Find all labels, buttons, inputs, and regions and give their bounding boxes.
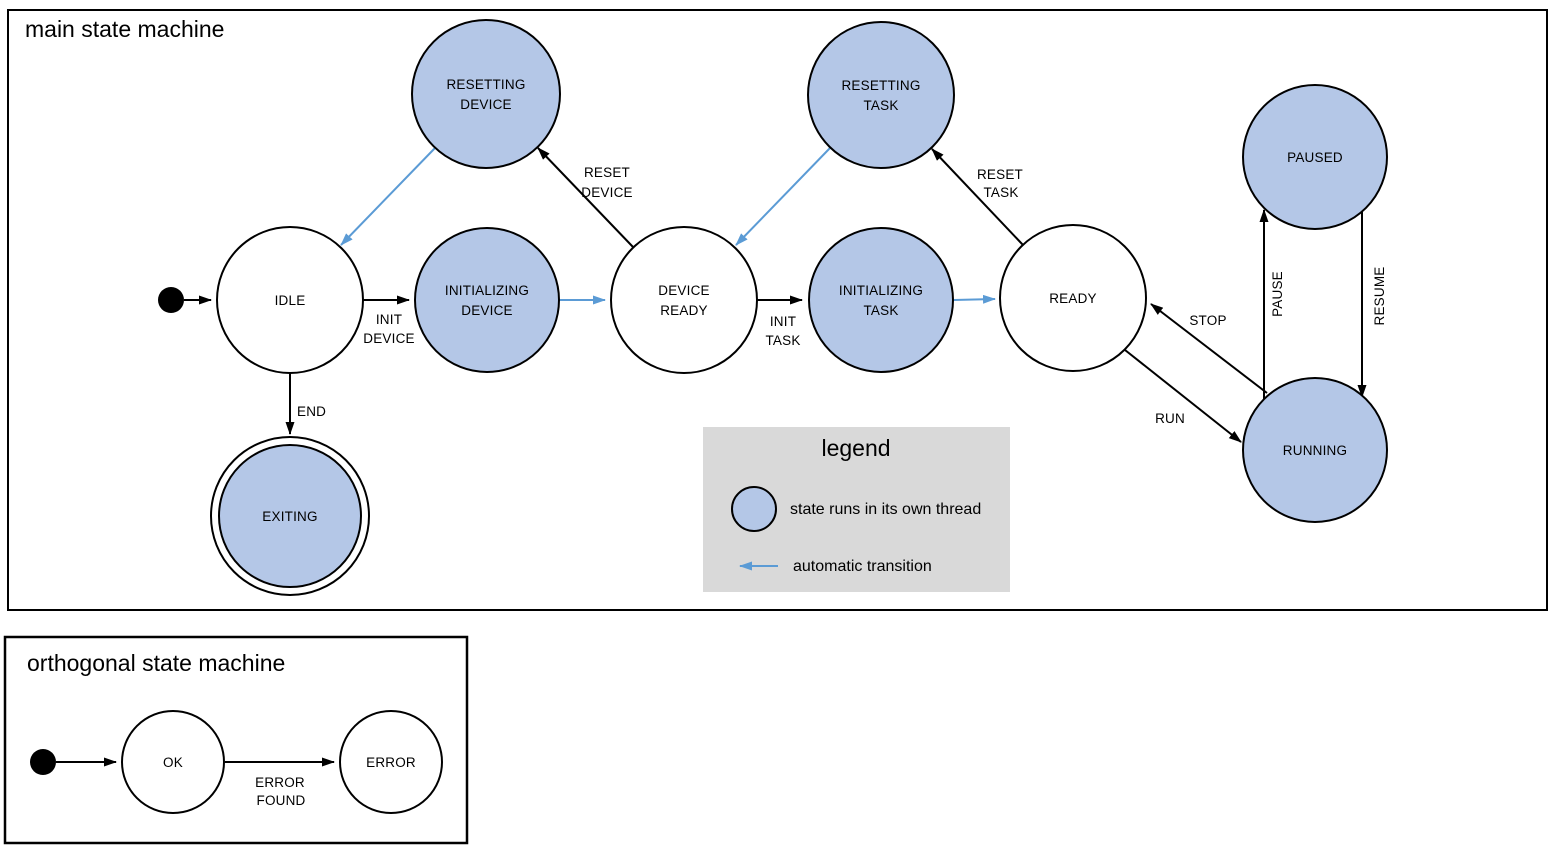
svg-text:IDLE: IDLE — [275, 293, 306, 308]
transition-label-init-device: INIT DEVICE — [363, 312, 414, 346]
state-error: ERROR — [339, 710, 443, 814]
transition-label-end: END — [297, 404, 326, 419]
orthogonal-machine-title: orthogonal state machine — [27, 650, 285, 676]
state-idle: IDLE — [216, 226, 364, 374]
auto-transition-initializing-task-to-ready — [953, 294, 996, 304]
auto-transition-resetting-task-to-device-ready — [735, 147, 831, 246]
svg-text:READY: READY — [1049, 291, 1097, 306]
orthogonal-machine: orthogonal state machine OK ERROR FOUND … — [3, 635, 469, 845]
svg-text:DEVICE: DEVICE — [461, 303, 512, 318]
state-initializing-task: INITIALIZING TASK — [808, 227, 954, 373]
transition-label-reset-device: RESET DEVICE — [581, 165, 632, 200]
svg-text:RUNNING: RUNNING — [1283, 443, 1347, 458]
transition-label-pause: PAUSE — [1270, 271, 1285, 317]
svg-text:PAUSED: PAUSED — [1287, 150, 1343, 165]
transition-ready-to-running-run — [1124, 349, 1242, 443]
svg-text:RESET: RESET — [977, 167, 1023, 182]
svg-text:RESETTING: RESETTING — [446, 77, 525, 92]
svg-text:FOUND: FOUND — [257, 793, 306, 808]
svg-text:TASK: TASK — [863, 98, 898, 113]
transition-label-reset-task: RESET TASK — [977, 167, 1023, 200]
transition-running-to-ready-stop — [1150, 303, 1268, 394]
state-running: RUNNING — [1242, 377, 1388, 523]
svg-text:ERROR: ERROR — [366, 755, 416, 770]
svg-text:INITIALIZING: INITIALIZING — [445, 283, 529, 298]
svg-text:TASK: TASK — [765, 333, 800, 348]
svg-text:INIT: INIT — [376, 312, 402, 327]
state-resetting-task: RESETTING TASK — [807, 21, 955, 169]
orthogonal-machine-frame — [3, 635, 469, 845]
svg-text:DEVICE: DEVICE — [363, 331, 414, 346]
transition-label-init-task: INIT TASK — [765, 314, 800, 348]
legend-auto-label: automatic transition — [793, 558, 932, 575]
state-ok: OK — [121, 710, 225, 814]
state-paused: PAUSED — [1242, 84, 1388, 230]
svg-text:DEVICE: DEVICE — [581, 185, 632, 200]
svg-text:DEVICE: DEVICE — [460, 97, 511, 112]
svg-text:RESETTING: RESETTING — [841, 78, 920, 93]
main-machine-title: main state machine — [25, 16, 224, 42]
transition-label-stop: STOP — [1189, 313, 1226, 328]
svg-text:EXITING: EXITING — [262, 509, 317, 524]
state-exiting-final: EXITING — [210, 436, 370, 596]
svg-text:OK: OK — [163, 755, 183, 770]
svg-text:TASK: TASK — [983, 185, 1018, 200]
legend-title: legend — [821, 435, 890, 461]
legend-thread-label: state runs in its own thread — [790, 501, 981, 518]
svg-text:TASK: TASK — [863, 303, 898, 318]
svg-text:INIT: INIT — [770, 314, 796, 329]
legend-box: legend state runs in its own thread auto… — [703, 427, 1010, 592]
transition-label-error-found: ERROR FOUND — [255, 775, 305, 808]
svg-text:ERROR: ERROR — [255, 775, 305, 790]
transition-label-run: RUN — [1155, 411, 1185, 426]
state-ready: READY — [999, 224, 1147, 372]
svg-text:DEVICE: DEVICE — [658, 283, 709, 298]
state-device-ready: DEVICE READY — [610, 226, 758, 374]
state-resetting-device: RESETTING DEVICE — [411, 19, 561, 169]
state-initializing-device: INITIALIZING DEVICE — [414, 227, 560, 373]
legend-thread-state-icon — [731, 486, 777, 532]
svg-text:RESET: RESET — [584, 165, 630, 180]
transition-device-ready-to-resetting-device — [537, 147, 634, 248]
initial-state-dot — [158, 287, 184, 313]
svg-text:INITIALIZING: INITIALIZING — [839, 283, 923, 298]
main-machine-frame — [7, 9, 1548, 611]
transition-ready-to-resetting-task — [931, 148, 1024, 246]
svg-text:READY: READY — [660, 303, 708, 318]
orthogonal-initial-state-dot — [30, 749, 56, 775]
transition-label-resume: RESUME — [1372, 267, 1387, 326]
auto-transition-resetting-device-to-idle — [340, 147, 436, 246]
